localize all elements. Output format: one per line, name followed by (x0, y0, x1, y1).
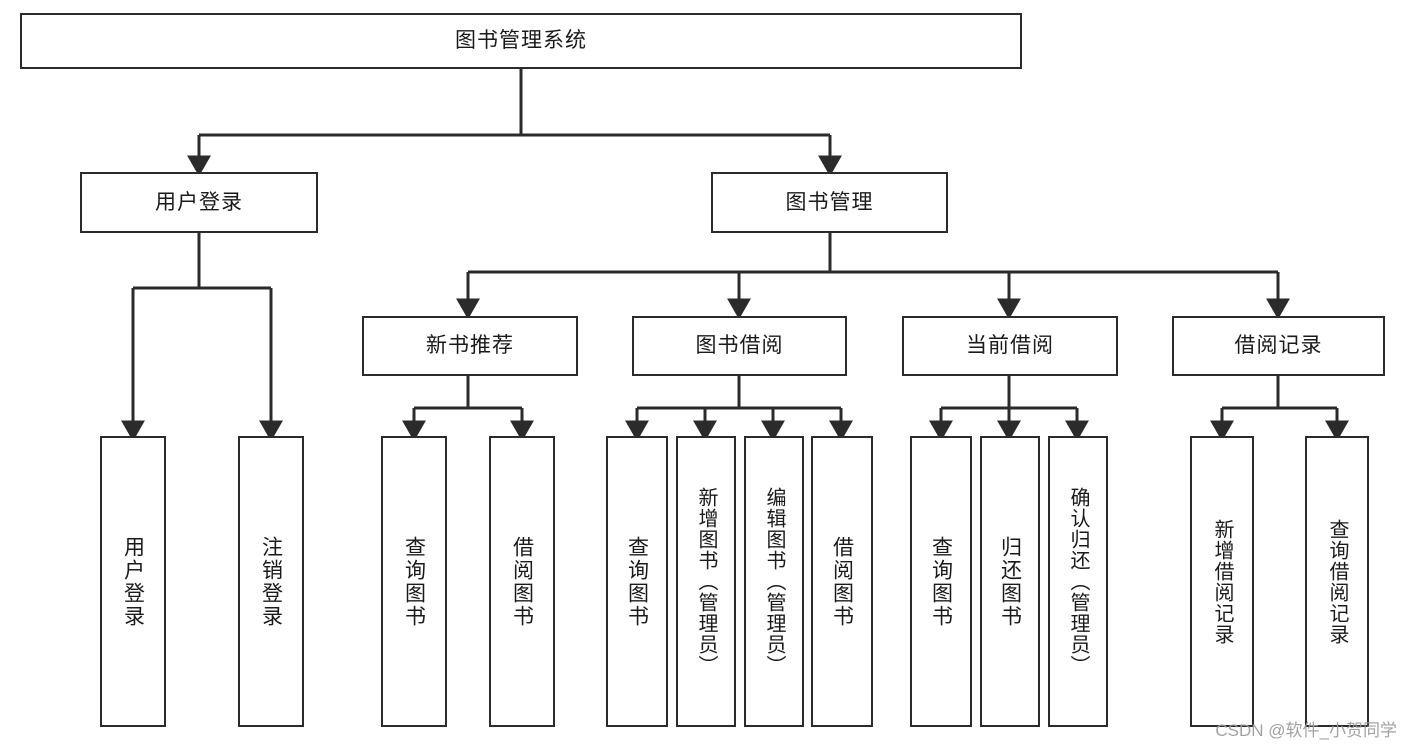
node-leaf-query-book-1[interactable]: 查询图书 (381, 436, 447, 727)
node-leaf-query-book-3[interactable]: 查询图书 (910, 436, 972, 727)
node-leaf-borrow-book-2-label: 借阅图书 (830, 535, 854, 628)
node-leaf-return-book-label: 归还图书 (998, 535, 1022, 628)
node-current-borrow[interactable]: 当前借阅 (902, 316, 1118, 376)
node-leaf-logout-label: 注销登录 (259, 535, 283, 628)
node-leaf-confirm-return-label: 确认归还（管理员） (1067, 487, 1089, 676)
node-new-book-rec[interactable]: 新书推荐 (362, 316, 578, 376)
node-leaf-add-record-label: 新增借阅记录 (1211, 518, 1233, 645)
node-borrow-record-label: 借阅记录 (1234, 334, 1323, 358)
node-leaf-return-book[interactable]: 归还图书 (980, 436, 1040, 727)
node-leaf-edit-book[interactable]: 编辑图书（管理员） (744, 436, 804, 727)
node-leaf-add-record[interactable]: 新增借阅记录 (1190, 436, 1254, 727)
node-user-login-label: 用户登录 (155, 190, 243, 214)
node-leaf-borrow-book-1-label: 借阅图书 (510, 535, 534, 628)
node-new-book-rec-label: 新书推荐 (426, 334, 514, 358)
node-book-manage-label: 图书管理 (785, 190, 874, 214)
node-leaf-query-book-2[interactable]: 查询图书 (606, 436, 668, 727)
node-leaf-logout[interactable]: 注销登录 (238, 436, 304, 727)
csdn-watermark: CSDN @软件_小贺同学 (1215, 721, 1397, 740)
node-book-borrow-label: 图书借阅 (695, 334, 784, 358)
node-leaf-query-record-label: 查询借阅记录 (1326, 518, 1348, 645)
node-leaf-borrow-book-2[interactable]: 借阅图书 (811, 436, 873, 727)
node-leaf-add-book-label: 新增图书（管理员） (695, 487, 717, 676)
node-root[interactable]: 图书管理系统 (20, 13, 1022, 69)
node-leaf-user-login-label: 用户登录 (121, 535, 145, 628)
node-leaf-borrow-book-1[interactable]: 借阅图书 (489, 436, 555, 727)
node-book-manage[interactable]: 图书管理 (711, 172, 948, 233)
node-leaf-query-book-2-label: 查询图书 (625, 535, 649, 628)
node-leaf-edit-book-label: 编辑图书（管理员） (763, 487, 785, 676)
node-leaf-confirm-return[interactable]: 确认归还（管理员） (1048, 436, 1108, 727)
node-leaf-add-book[interactable]: 新增图书（管理员） (676, 436, 736, 727)
node-borrow-record[interactable]: 借阅记录 (1172, 316, 1385, 376)
node-book-borrow[interactable]: 图书借阅 (632, 316, 847, 376)
node-current-borrow-label: 当前借阅 (966, 334, 1054, 358)
node-leaf-query-book-1-label: 查询图书 (402, 535, 426, 628)
node-leaf-user-login[interactable]: 用户登录 (100, 436, 166, 727)
node-user-login[interactable]: 用户登录 (80, 172, 318, 233)
node-leaf-query-record[interactable]: 查询借阅记录 (1305, 436, 1369, 727)
node-root-label: 图书管理系统 (455, 29, 587, 53)
node-leaf-query-book-3-label: 查询图书 (929, 535, 953, 628)
